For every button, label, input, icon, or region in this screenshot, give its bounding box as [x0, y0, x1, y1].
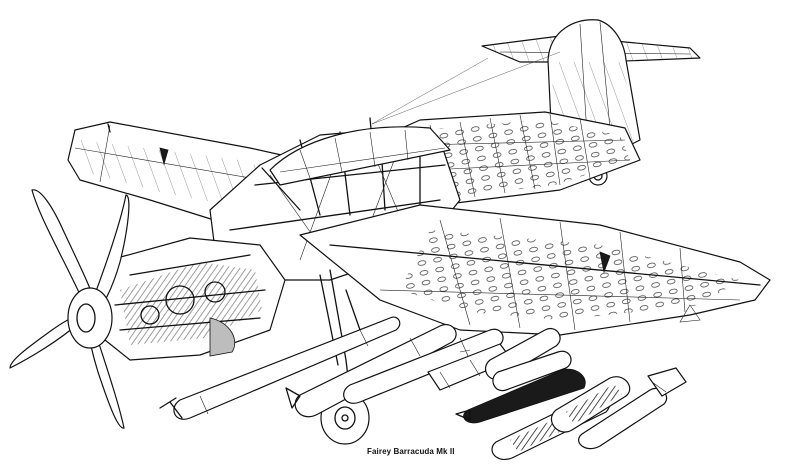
depth-charge-cylinder	[550, 376, 631, 433]
bomb-large	[285, 324, 457, 418]
torpedo	[159, 316, 401, 420]
engine-section	[99, 237, 286, 361]
canopy	[269, 126, 451, 186]
propeller	[9, 189, 130, 429]
depth-charge-white	[485, 328, 561, 380]
bomb-with-fins	[578, 367, 687, 450]
bomb-black	[455, 368, 586, 424]
starboard-wing	[299, 204, 771, 336]
figure-caption: Fairey Barracuda Mk II	[367, 447, 455, 456]
bomb-dark-upper	[492, 350, 572, 392]
